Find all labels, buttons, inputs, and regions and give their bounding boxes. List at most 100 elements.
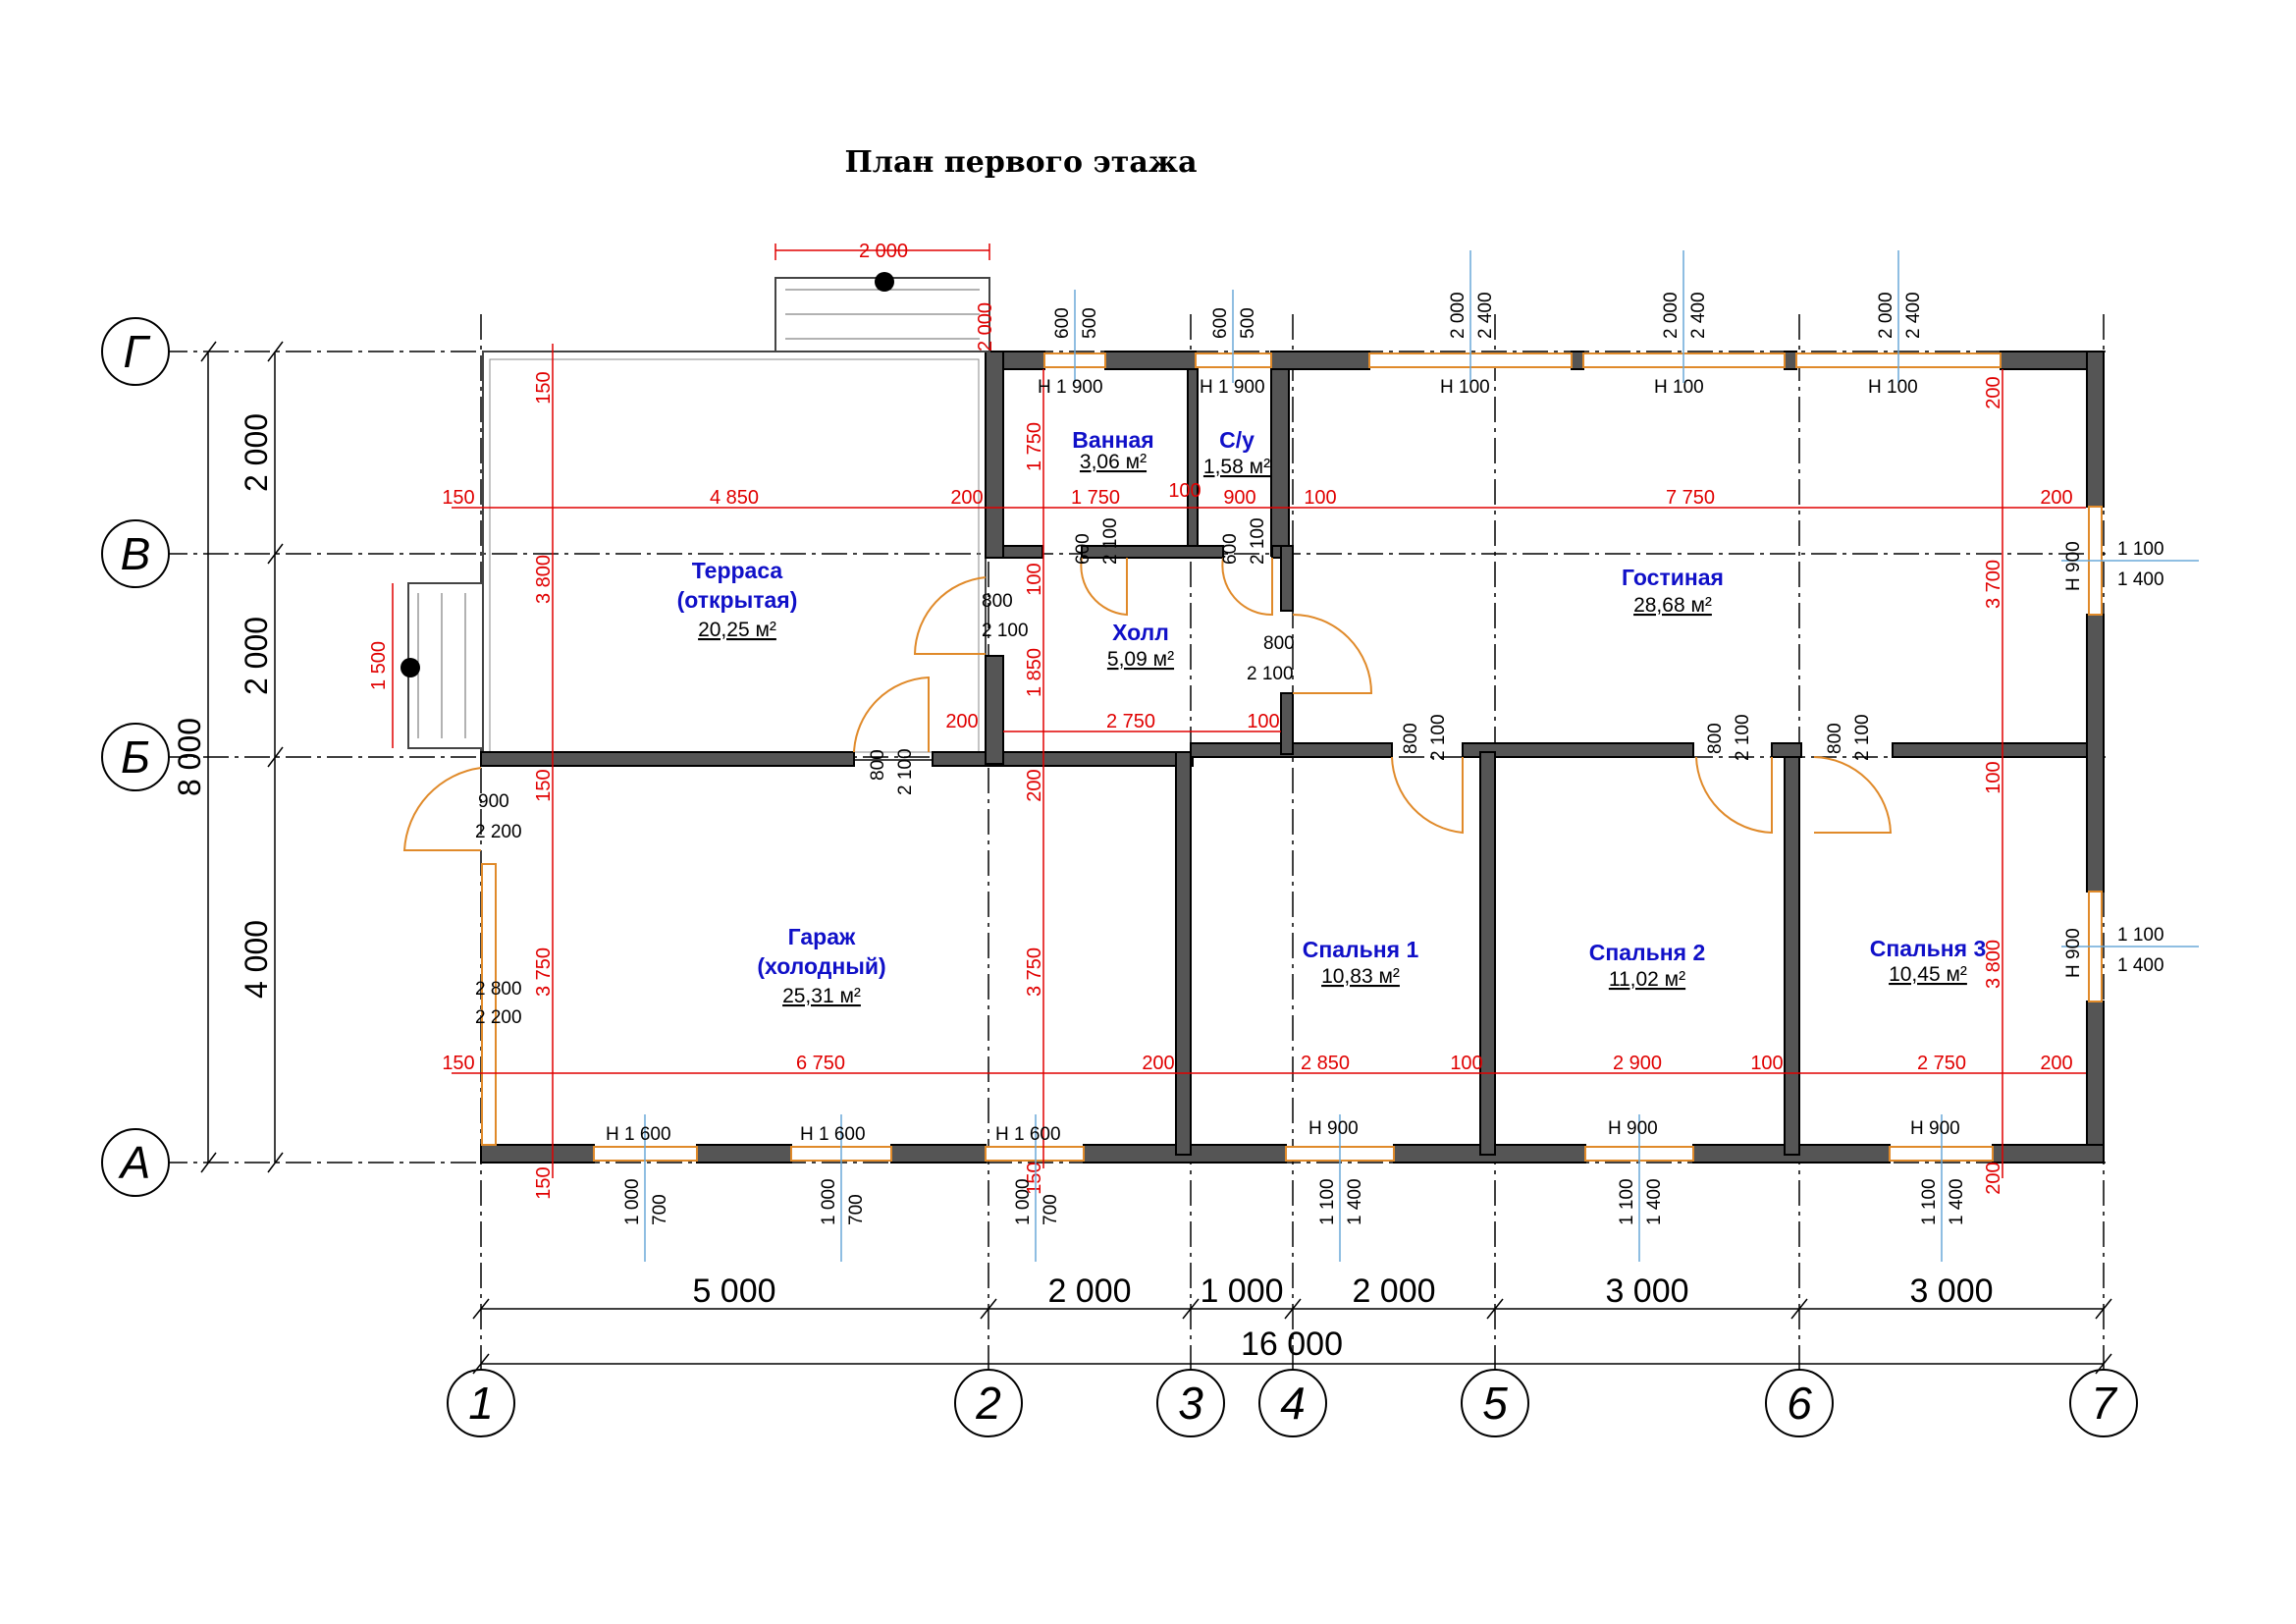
room-bedroom2-name: Спальня 2 (1589, 940, 1706, 965)
rw0-w: 1 100 (2117, 539, 2164, 560)
door5-w: 800 (1401, 723, 1421, 754)
door7-h: 2 100 (1852, 714, 1873, 761)
room-living-area: 28,68 м² (1633, 594, 1712, 617)
opening-leaders (644, 250, 2199, 1262)
bottom-dim-2000-b: 2 000 (1352, 1272, 1435, 1310)
bw2-h: 700 (1041, 1194, 1061, 1225)
rd-a-0: 150 (442, 1053, 474, 1074)
bw1-w: 1 000 (819, 1178, 839, 1225)
room-wc-name: С/у (1219, 427, 1255, 453)
left-dim-4000: 4 000 (239, 920, 274, 999)
bottom-dim-3000-b: 3 000 (1909, 1272, 1993, 1310)
room-wc-area: 1,58 м² (1203, 456, 1270, 478)
axis-letter-b: Б (121, 731, 150, 783)
rd-v-8: 200 (2040, 487, 2072, 509)
tw3-h: 2 400 (1688, 292, 1709, 339)
axis-number-7: 7 (2091, 1378, 2117, 1429)
axis-letter-a: А (118, 1137, 151, 1188)
bw5-note: H 900 (1910, 1118, 1960, 1139)
rd-a-7: 2 750 (1917, 1053, 1966, 1074)
room-garage-name: Гараж (788, 924, 856, 949)
room-terrace-name: Терраса (692, 558, 783, 583)
rd-vert-14: 200 (1983, 1162, 2004, 1194)
door9-h: 2 200 (475, 1007, 522, 1028)
bw2-note: H 1 600 (995, 1124, 1061, 1145)
rd-b-0: 200 (945, 711, 978, 732)
rd-b-1: 2 750 (1106, 711, 1155, 732)
axis-number-1: 1 (468, 1378, 494, 1429)
rd-v-7: 7 750 (1666, 487, 1715, 509)
axis-number-4: 4 (1280, 1378, 1306, 1429)
door3-w: 600 (1073, 533, 1094, 565)
rw1-note: H 900 (2063, 928, 2084, 978)
tw1-note: H 1 900 (1200, 377, 1265, 398)
tw0-note: H 1 900 (1038, 377, 1103, 398)
room-living-name: Гостиная (1622, 565, 1724, 590)
rd-vert-9: 3 750 (1024, 947, 1045, 997)
room-garage-name2: (холодный) (757, 953, 885, 979)
door3-h: 2 100 (1100, 517, 1121, 565)
top-window-labels: 600 500 H 1 900 600 500 H 1 900 2 000 2 … (1038, 292, 1924, 398)
door8-h: 2 200 (475, 822, 522, 842)
axis-letter-bubbles: Г В Б А (101, 317, 170, 1197)
walls (480, 351, 2105, 1164)
rd-b-2: 100 (1247, 711, 1279, 732)
bw5-h: 1 400 (1947, 1178, 1967, 1225)
rd-v-4: 100 (1168, 480, 1201, 502)
left-dim-2000-mid: 2 000 (239, 617, 274, 695)
rd-vert-15: 200 (1983, 376, 2004, 408)
bw1-h: 700 (846, 1194, 867, 1225)
red-dimension-lines (452, 344, 2086, 1178)
rd-vert-11: 3 700 (1983, 560, 2004, 609)
bottom-dim-5000: 5 000 (692, 1272, 775, 1310)
room-hall-area: 5,09 м² (1107, 648, 1174, 671)
rd-v-3: 1 750 (1071, 487, 1120, 509)
axis-number-3: 3 (1178, 1378, 1203, 1429)
rd-a-4: 100 (1450, 1053, 1482, 1074)
room-hall-name: Холл (1112, 620, 1169, 645)
bw0-h: 700 (650, 1194, 670, 1225)
plan-title: План первого этажа (844, 145, 1197, 180)
axis-number-bubbles: 1 2 3 4 5 6 7 (447, 1369, 2138, 1437)
axis-number-5: 5 (1482, 1378, 1508, 1429)
bw3-h: 1 400 (1345, 1178, 1365, 1225)
door6-h: 2 100 (1733, 714, 1753, 761)
bw4-h: 1 400 (1644, 1178, 1665, 1225)
rd-vert-8: 200 (1024, 769, 1045, 801)
bottom-window-labels: H 1 600 1 000 700 H 1 600 1 000 700 H 1 … (606, 1118, 1967, 1225)
rw0-h: 1 400 (2117, 569, 2164, 590)
rd-vert-1: 3 800 (533, 555, 555, 604)
rd-v-2: 200 (950, 487, 983, 509)
stairs-top-width: 2 000 (859, 241, 908, 262)
rd-vert-17: 2 000 (975, 302, 996, 352)
rd-vert-5: 1 750 (1024, 422, 1045, 471)
bw3-note: H 900 (1308, 1118, 1359, 1139)
door2-w: 800 (868, 749, 888, 781)
rd-vert-12: 100 (1983, 761, 2004, 793)
rd-a-6: 100 (1750, 1053, 1783, 1074)
room-bedroom1-area: 10,83 м² (1321, 965, 1400, 988)
right-window-labels: 1 100 1 400 H 900 1 100 1 400 H 900 (2063, 539, 2164, 978)
tw3-note: H 100 (1654, 377, 1704, 398)
rd-a-5: 2 900 (1613, 1053, 1662, 1074)
rw0-note: H 900 (2063, 541, 2084, 591)
rd-vert-0: 150 (533, 371, 555, 404)
bw4-note: H 900 (1608, 1118, 1658, 1139)
tw3-w: 2 000 (1661, 292, 1682, 339)
rd-a-2: 200 (1142, 1053, 1174, 1074)
red-dims-row-a: 150 6 750 200 2 850 100 2 900 100 2 750 … (442, 1053, 2072, 1074)
bottom-dim-16000: 16 000 (1241, 1326, 1343, 1363)
bottom-dim-3000-a: 3 000 (1605, 1272, 1688, 1310)
room-bedroom2-area: 11,02 м² (1609, 968, 1685, 991)
tw1-h: 500 (1238, 307, 1258, 339)
rd-a-1: 6 750 (796, 1053, 845, 1074)
room-terrace-name2: (открытая) (677, 587, 798, 613)
axis-number-6: 6 (1787, 1378, 1812, 1429)
axis-letter-v: В (121, 528, 151, 579)
door0-w: 800 (982, 591, 1013, 612)
stairs: 2 000 1 500 (368, 241, 990, 749)
door-swings (402, 557, 1893, 851)
rd-vert-6: 100 (1024, 563, 1045, 595)
vertical-axis-lines (480, 314, 2105, 1370)
door2-h: 2 100 (895, 748, 916, 795)
